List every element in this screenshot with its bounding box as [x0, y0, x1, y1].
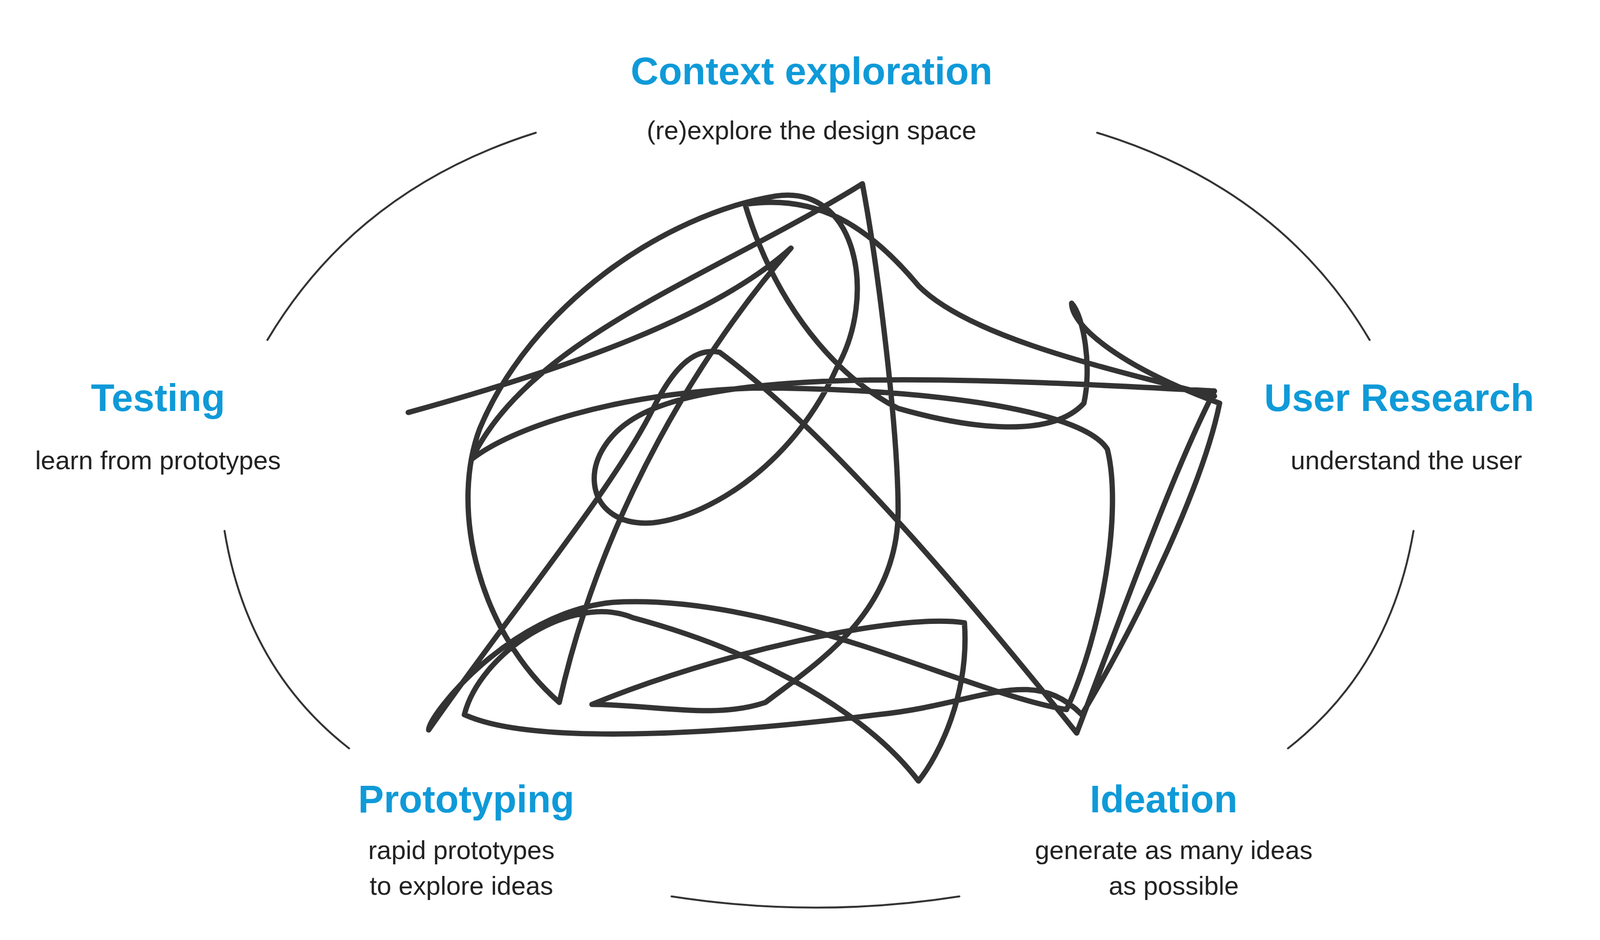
stage-description: rapid prototypes to explore ideas — [355, 832, 568, 904]
scribble-line — [408, 183, 1220, 781]
stage-heading: User Research — [1264, 375, 1535, 420]
stage-description: learn from prototypes — [35, 442, 281, 479]
cycle-arc — [671, 895, 960, 907]
stage-heading: Ideation — [1089, 776, 1238, 822]
tangled-scribble — [408, 183, 1220, 781]
stage-description: understand the user — [1290, 442, 1522, 479]
cycle-arc — [1097, 132, 1370, 340]
stage-description: generate as many ideas as possible — [1032, 832, 1315, 904]
stage-heading: Prototyping — [358, 776, 575, 822]
stage-heading: Context exploration — [630, 49, 993, 94]
cycle-arc — [224, 530, 350, 748]
stage-heading: Testing — [91, 375, 226, 420]
stage-description: (re)explore the design space — [646, 112, 977, 149]
cycle-arcs — [224, 132, 1414, 907]
cycle-arc — [267, 132, 536, 340]
cycle-arc — [1287, 530, 1414, 748]
